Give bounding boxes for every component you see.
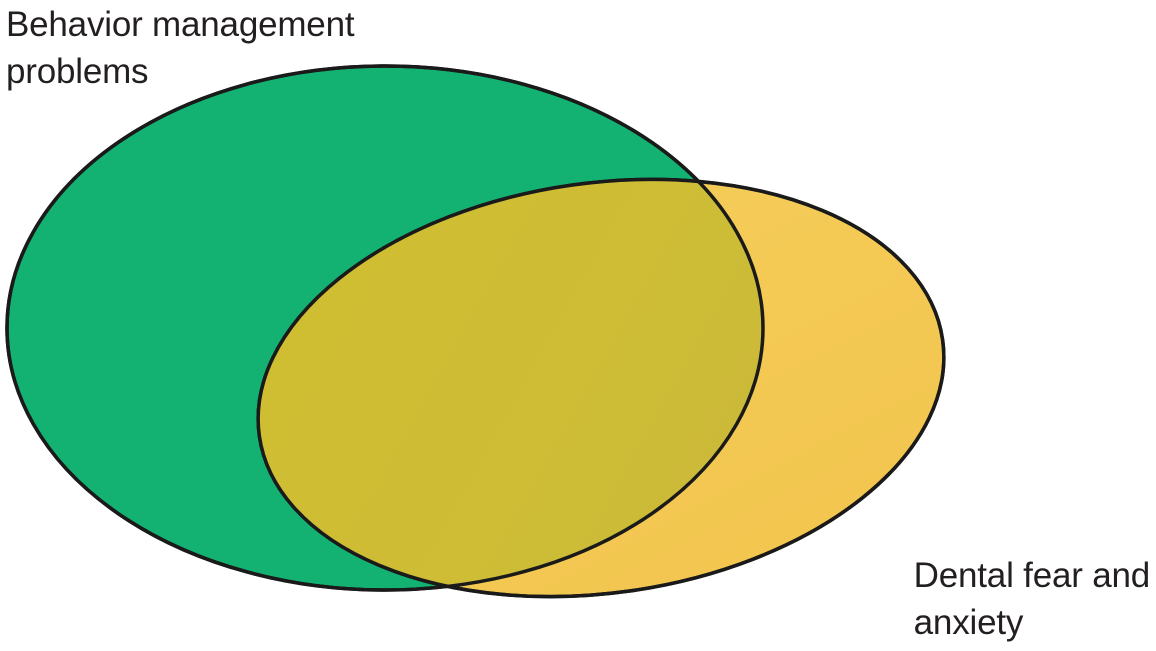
yellow-ellipse-outline xyxy=(256,177,946,599)
green-ellipse-outline xyxy=(5,64,765,592)
label-dental-fear-and-anxiety: Dental fear and anxiety xyxy=(913,556,1151,643)
label-behavior-management-problems: Behavior management problems xyxy=(6,5,355,91)
ellipse-outlines xyxy=(5,64,946,599)
intersection-shape xyxy=(258,179,763,590)
set-intersection-region xyxy=(258,179,763,590)
